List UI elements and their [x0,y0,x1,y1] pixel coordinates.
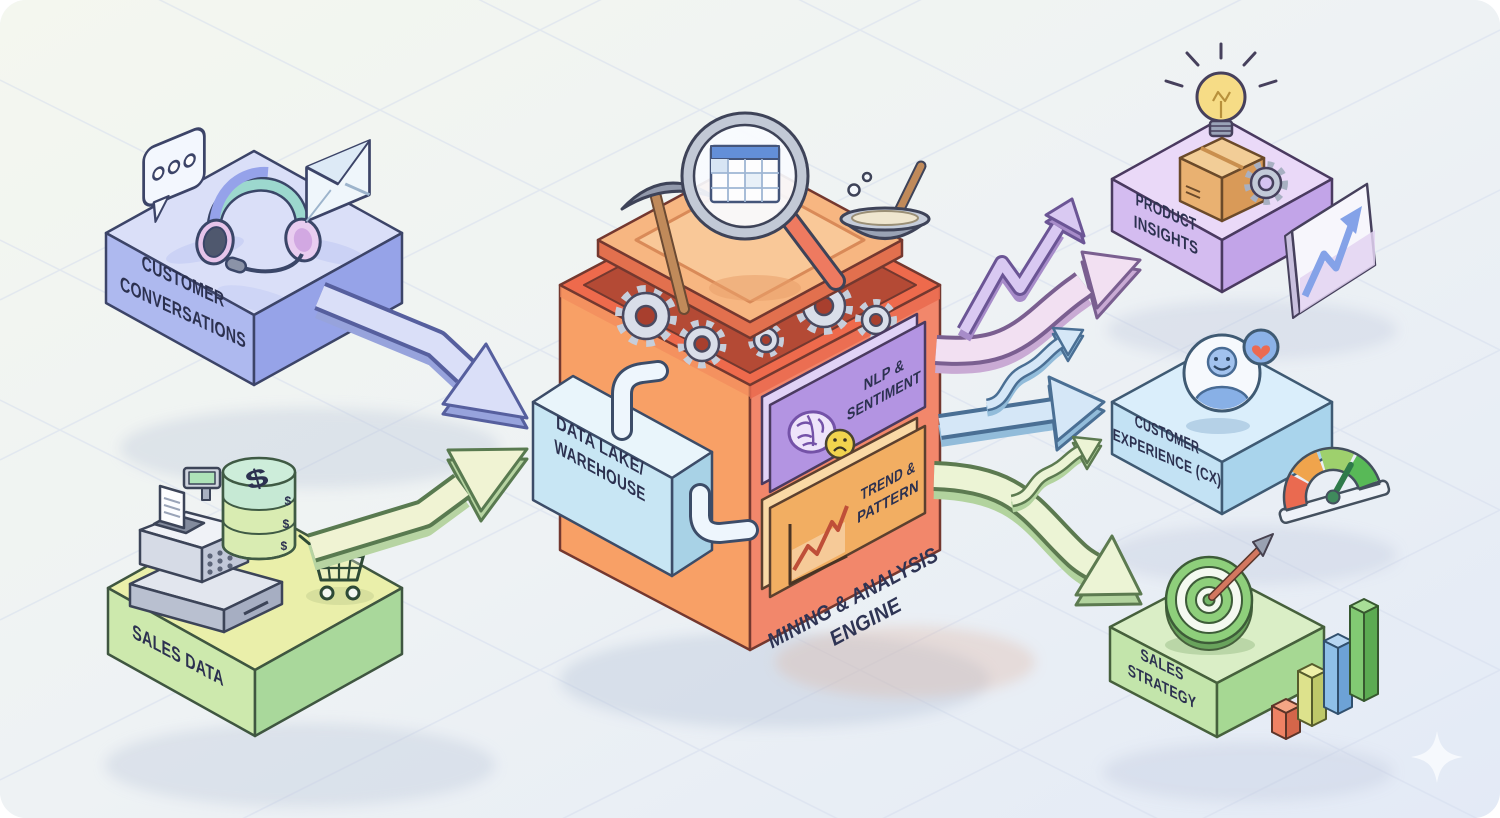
arrow-conversations-to-lake [314,282,529,430]
headset-icon [195,166,322,274]
cx-avatar-shadow [1186,418,1250,434]
mining-engine-node: NLP & SENTIMENT TREND & PATTERN [558,111,942,652]
brain-icon [787,410,837,454]
isometric-bar-chart-icon [1271,598,1379,740]
spreadsheet-icon [709,144,781,204]
arrow-engine-to-customer-experience [938,375,1106,452]
gears-icon [615,277,897,369]
svg-text:$: $ [281,539,288,553]
svg-text:$: $ [285,494,292,508]
dl-front-face [531,400,674,578]
sales-strategy-node: SALES STRATEGY [1108,533,1379,740]
dl-top-clamp [611,360,669,441]
data-lake-panel: DATA LAKE/ WAREHOUSE [531,360,759,578]
dartboard-target-icon [1164,533,1274,651]
trend-chart-icon [788,505,849,586]
satisfaction-gauge-icon [1278,446,1391,525]
envelope-icon [305,139,371,223]
blue-squiggle-arrow [985,326,1085,417]
product-insights-node: PRODUCT INSIGHTS [1110,42,1377,319]
growth-chart-icon [1284,182,1377,319]
smiley-avatar-icon [1182,333,1262,413]
lightbulb-icon [1164,42,1278,138]
gear-icon [1244,161,1288,205]
sd-right-face [253,586,404,738]
panning-bowl-icon [839,160,931,240]
arrow-engine-to-product-insights [934,250,1142,374]
sd-cart-shadow [306,587,374,605]
trend-pattern-panel: TREND & PATTERN [760,416,927,599]
arrow-sales-to-lake [307,447,529,571]
heart-badge-icon [1242,328,1280,366]
green-squiggle-arrow [1010,435,1103,513]
magnifier-spreadsheet-icon [680,111,846,291]
sparkle-icon [1411,731,1463,783]
dl-side-clamp [689,483,759,544]
cash-register-icon [128,466,284,634]
speech-bubble-icon [142,127,206,223]
arrow-engine-to-sales-strategy [933,461,1143,607]
zigzag-growth-arrow [957,197,1086,342]
nlp-sentiment-panel: NLP & SENTIMENT [760,312,927,494]
svg-text:$: $ [283,517,290,531]
coin-stack-icon: $ $ $ $ [221,456,297,561]
